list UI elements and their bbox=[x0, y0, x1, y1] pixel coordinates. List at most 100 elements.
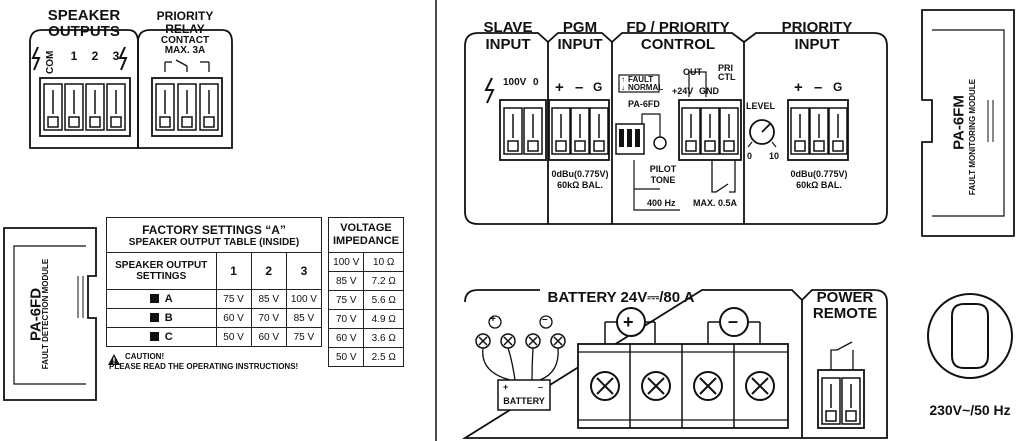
impedance-cell: 7.2 Ω bbox=[363, 271, 404, 291]
pgm-spec-level: 0dBu(0.775V) bbox=[551, 169, 609, 179]
power-remote-frame bbox=[801, 289, 888, 439]
normal-label: NORMAL bbox=[628, 83, 664, 92]
gnd-label: GND bbox=[699, 86, 719, 96]
mains-socket bbox=[927, 293, 1013, 379]
priority-input-frame bbox=[743, 32, 888, 225]
power-remote-title-2: REMOTE bbox=[812, 305, 878, 322]
slave-terminal-100v: 100V bbox=[503, 77, 527, 88]
voltage-cell: 70 V bbox=[327, 309, 365, 329]
switch-icon bbox=[830, 341, 854, 370]
table-row: C 50 V 60 V 75 V bbox=[106, 327, 323, 347]
fd-priority-frame bbox=[611, 32, 745, 225]
pa6fm-inner-outline bbox=[932, 29, 1005, 217]
terminal-label-2: 2 bbox=[91, 49, 99, 63]
table-cell: 75 V bbox=[215, 289, 252, 309]
caution-heading: CAUTION! bbox=[125, 352, 165, 361]
pilot-tone-wire bbox=[641, 113, 661, 137]
pilot-tone-frequency: 400 Hz bbox=[647, 198, 676, 208]
battery-minus-symbol: – bbox=[728, 311, 739, 331]
speaker-outputs-title-1: SPEAKER bbox=[47, 7, 121, 24]
lightning-icon bbox=[118, 46, 128, 71]
plus24v-label: +24V bbox=[672, 86, 694, 96]
table-cell: 70 V bbox=[250, 308, 287, 328]
pa6fm-model-label: PA-6FM bbox=[950, 95, 968, 150]
terminal-label-3: 3 bbox=[112, 49, 120, 63]
table-cell: 60 V bbox=[215, 308, 252, 328]
lightning-icon bbox=[31, 46, 41, 71]
impedance-cell: 4.9 Ω bbox=[363, 309, 404, 329]
table-cell: 100 V bbox=[285, 289, 323, 309]
pgm-terminal-minus: – bbox=[575, 79, 584, 96]
terminal-label-1: 1 bbox=[70, 49, 78, 63]
table-cell: 85 V bbox=[285, 308, 323, 328]
battery-label: BATTERY bbox=[503, 396, 545, 406]
minus-polarity-circle bbox=[719, 307, 749, 337]
normal-arrow-icon: ↓ bbox=[621, 83, 625, 92]
fd-priority-title-1: FD / PRIORITY bbox=[626, 19, 730, 36]
pgm-spec-impedance: 60kΩ BAL. bbox=[557, 180, 603, 190]
priority-spec-impedance: 60kΩ BAL. bbox=[796, 180, 842, 190]
setting-label-c: C bbox=[164, 331, 173, 343]
pilot-tone-leader bbox=[633, 160, 680, 211]
out-label: OUT bbox=[683, 67, 702, 77]
factory-table-subtitle: SPEAKER OUTPUT TABLE (INSIDE) bbox=[128, 236, 300, 248]
fault-label: FAULT bbox=[628, 75, 654, 84]
priority-input-title-1: PRIORITY bbox=[781, 19, 853, 36]
setting-marker bbox=[149, 294, 159, 303]
setting-label-a: A bbox=[164, 293, 173, 305]
speaker-outputs-title-2: OUTPUTS bbox=[48, 23, 120, 40]
pa6fd-module-outline bbox=[3, 227, 97, 401]
table-row: B 60 V 70 V 85 V bbox=[106, 308, 323, 328]
pa6fm-description: FAULT MONITORING MODULE bbox=[968, 78, 977, 196]
voltage-cell: 50 V bbox=[327, 347, 365, 367]
priority-spec-level: 0dBu(0.775V) bbox=[790, 169, 848, 179]
slave-input-frame bbox=[464, 32, 549, 225]
slave-input-title-2: INPUT bbox=[485, 36, 531, 53]
pa6fd-description: FAULT DETECTION MODULE bbox=[41, 258, 50, 370]
battery-cell-plus: + bbox=[503, 382, 509, 392]
slave-terminal-0: 0 bbox=[533, 77, 539, 88]
pa6fd-inner-outline bbox=[13, 245, 86, 385]
priority-relay-frame bbox=[137, 29, 233, 149]
dip-switch bbox=[615, 123, 645, 155]
column-header-1: 1 bbox=[215, 252, 252, 290]
control-max-current: MAX. 0.5A bbox=[693, 198, 738, 208]
voltage-table-title-2: IMPEDANCE bbox=[332, 235, 399, 247]
potentiometer-icon bbox=[747, 119, 777, 148]
warning-icon bbox=[108, 354, 120, 365]
level-label: LEVEL bbox=[746, 101, 776, 111]
relay-max-label: MAX. 3A bbox=[164, 45, 206, 56]
priority-input-title-2: INPUT bbox=[794, 36, 840, 53]
control-terminal-pins bbox=[681, 107, 739, 155]
wiring-plus-symbol: + bbox=[490, 314, 496, 325]
out-bracket bbox=[688, 71, 707, 97]
priority-terminal-ground: G bbox=[833, 80, 843, 94]
relay-terminal-pins bbox=[155, 83, 219, 131]
impedance-cell: 10 Ω bbox=[363, 252, 404, 272]
fd-priority-title-2: CONTROL bbox=[640, 36, 716, 53]
pa6fd-slot-lines bbox=[77, 276, 84, 318]
pilot-tone-label-1: PILOT bbox=[649, 164, 677, 174]
plus-polarity-circle bbox=[616, 307, 646, 337]
pgm-terminal-pins bbox=[551, 107, 609, 155]
priority-relay-title-2: RELAY bbox=[165, 22, 205, 36]
settings-column-header-1: SPEAKER OUTPUT bbox=[115, 259, 208, 271]
mains-voltage-label: 230V~/50 Hz bbox=[929, 402, 1011, 418]
pa6fm-slot-lines bbox=[987, 100, 994, 142]
ctl-label: CTL bbox=[718, 72, 736, 82]
voltage-cell: 75 V bbox=[327, 290, 365, 310]
column-header-3: 3 bbox=[285, 252, 323, 290]
remote-terminal-block bbox=[817, 369, 865, 429]
pgm-input-frame bbox=[547, 32, 613, 225]
fault-normal-legend-box bbox=[618, 74, 660, 93]
pri-label: PRI bbox=[718, 63, 734, 73]
factory-table-title: FACTORY SETTINGS “A” bbox=[142, 222, 286, 237]
